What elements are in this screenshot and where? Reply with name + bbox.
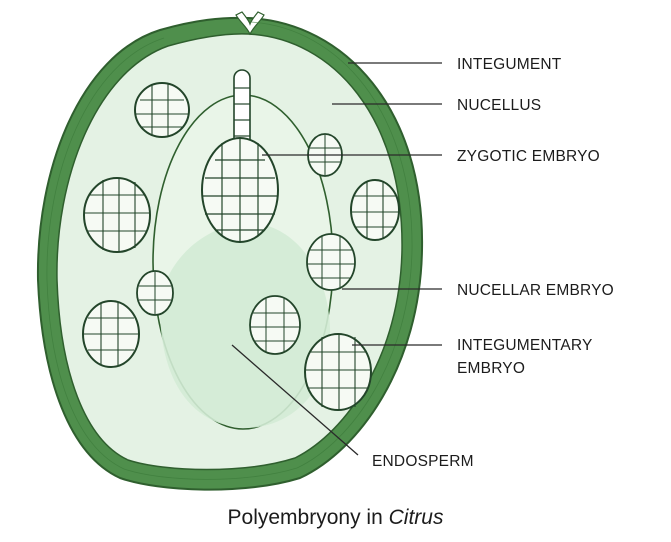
nucellar-embryo <box>250 296 300 354</box>
label-endosperm: ENDOSPERM <box>372 453 474 470</box>
integumentary-embryo <box>135 83 189 137</box>
label-integumentary-embryo-line2: EMBRYO <box>457 360 525 377</box>
caption-genus: Citrus <box>389 506 444 529</box>
integumentary-embryo <box>83 301 139 367</box>
label-nucellar-embryo: NUCELLAR EMBRYO <box>457 282 614 299</box>
label-nucellus: NUCELLUS <box>457 97 541 114</box>
nucellar-embryo <box>137 271 173 315</box>
label-integumentary-embryo-line1: INTEGUMENTARY <box>457 337 593 354</box>
figure-caption: Polyembryony in Citrus <box>0 506 671 530</box>
endosperm <box>160 223 330 428</box>
label-integument: INTEGUMENT <box>457 56 562 73</box>
nucellar-embryo <box>307 234 355 290</box>
integumentary-embryo <box>351 180 399 240</box>
label-zygotic-embryo: ZYGOTIC EMBRYO <box>457 148 600 165</box>
caption-prefix: Polyembryony in <box>228 506 389 529</box>
integumentary-embryo <box>84 178 150 252</box>
zygotic-embryo <box>202 138 278 242</box>
